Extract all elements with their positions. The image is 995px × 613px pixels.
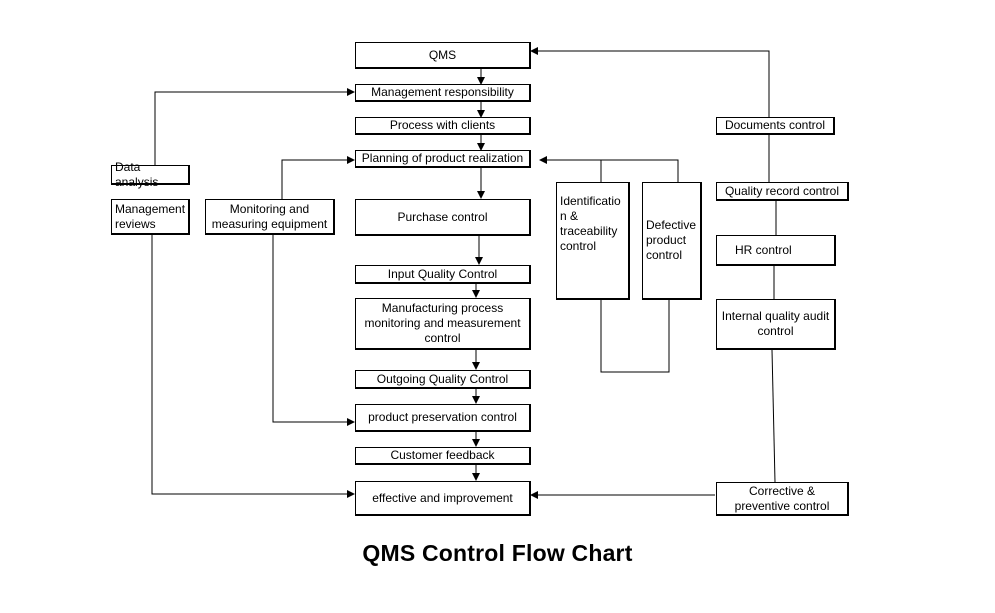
node-product-preservation-control: product preservation control bbox=[355, 404, 531, 432]
node-qms: QMS bbox=[355, 42, 531, 69]
node-manufacturing-process: Manufacturing process monitoring and mea… bbox=[355, 298, 531, 350]
node-corrective-preventive: Corrective & preventive control bbox=[716, 482, 849, 516]
node-quality-record-control: Quality record control bbox=[716, 182, 849, 201]
node-purchase-control: Purchase control bbox=[355, 199, 531, 236]
node-identification-traceability: Identificatio n & traceability control bbox=[556, 182, 630, 300]
node-management-reviews: Management reviews bbox=[111, 199, 190, 235]
node-outgoing-quality-control: Outgoing Quality Control bbox=[355, 370, 531, 389]
node-customer-feedback: Customer feedback bbox=[355, 447, 531, 465]
node-hr-control: HR control bbox=[716, 235, 836, 266]
line-monitoring-to-planning bbox=[281, 156, 355, 199]
line-bracket-bottom bbox=[600, 300, 670, 373]
node-process-with-clients: Process with clients bbox=[355, 117, 531, 135]
line-reviews-to-improvement bbox=[151, 235, 355, 498]
node-input-quality-control: Input Quality Control bbox=[355, 265, 531, 284]
node-data-analysis: Data analysis bbox=[111, 160, 190, 189]
node-internal-quality-audit: Internal quality audit control bbox=[716, 299, 836, 350]
node-monitoring-measuring-equipment: Monitoring and measuring equipment bbox=[205, 199, 335, 235]
node-defective-product-control: Defective product control bbox=[642, 182, 702, 300]
node-planning-product-realization: Planning of product realization bbox=[355, 150, 531, 168]
node-management-responsibility: Management responsibility bbox=[355, 84, 531, 102]
line-bracket-top bbox=[600, 159, 679, 182]
line-right-spine-4 bbox=[771, 349, 776, 483]
diagram-title: QMS Control Flow Chart bbox=[362, 540, 633, 566]
line-monitoring-to-preservation bbox=[272, 235, 355, 426]
line-data-analysis-to-mgmt bbox=[154, 88, 355, 165]
node-documents-control: Documents control bbox=[716, 117, 835, 135]
node-effective-improvement: effective and improvement bbox=[355, 481, 531, 516]
line-documents-to-qms bbox=[530, 47, 770, 117]
